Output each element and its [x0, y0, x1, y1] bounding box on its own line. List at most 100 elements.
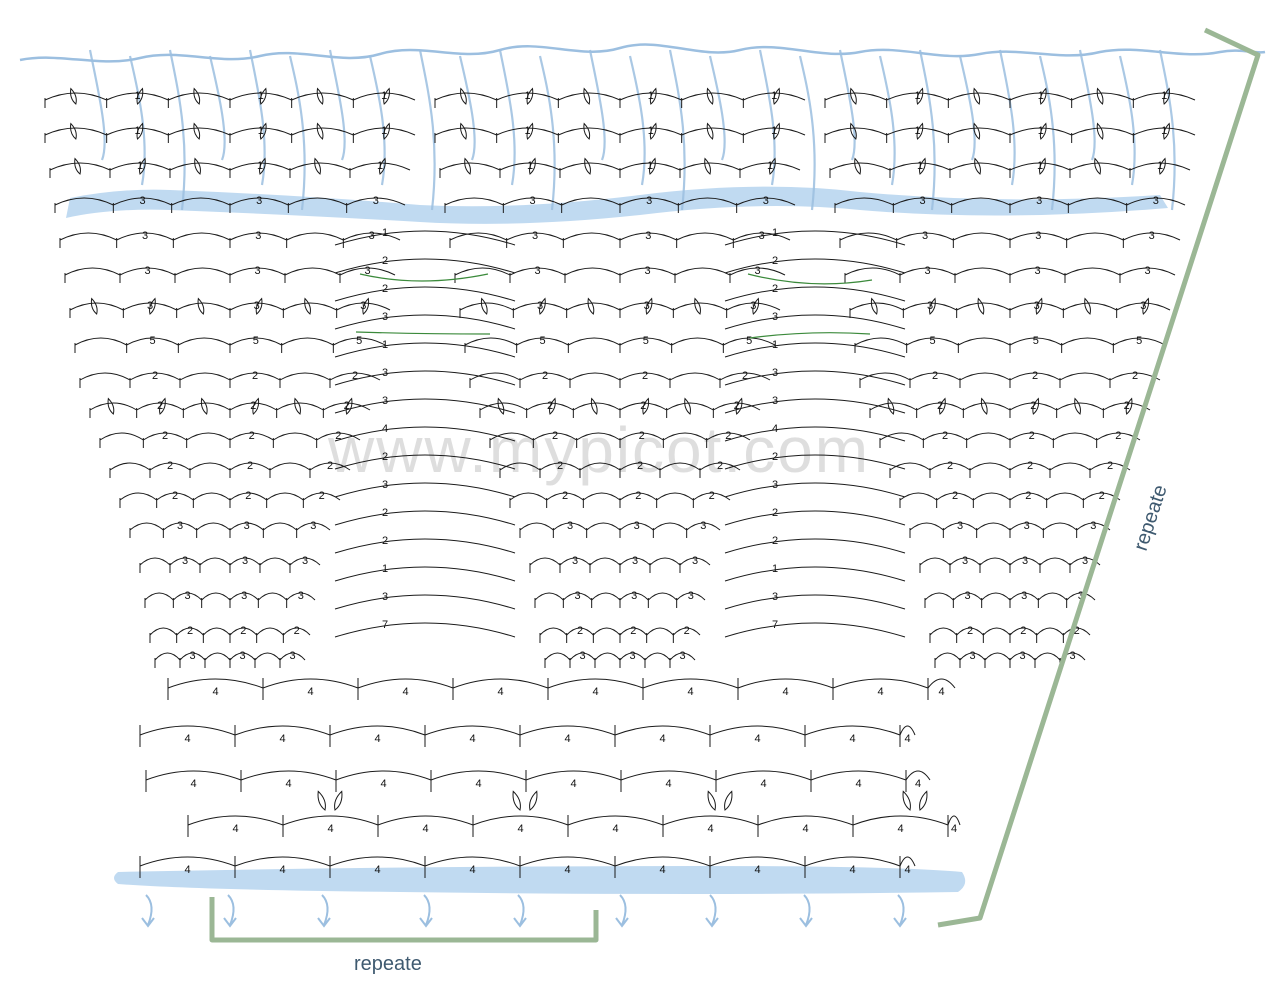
chain-arch [539, 627, 568, 636]
chain-arch [619, 302, 674, 311]
stitch-count-label: 1 [381, 90, 387, 102]
chain-arch [984, 652, 1011, 661]
stitch-cluster-mark [512, 790, 521, 811]
chain-arch [1009, 302, 1064, 311]
stitch-count-label: 1 [1038, 125, 1044, 137]
chain-arch [829, 162, 891, 171]
stitch-cluster-mark [645, 297, 653, 315]
chain-arch [589, 557, 621, 566]
stitch-count-label: 3 [1036, 195, 1042, 207]
chain-arch [296, 522, 331, 531]
drape-stroke [918, 49, 936, 211]
chain-arch [619, 267, 676, 276]
stitch-cluster-mark [464, 157, 471, 175]
stitch-count-label: 3 [969, 650, 975, 662]
chain-arch [199, 557, 231, 566]
chain-arch [119, 267, 176, 276]
stitch-cluster-mark [526, 122, 534, 140]
chain-arch [594, 652, 621, 661]
chain-arch [956, 302, 1011, 311]
chain-arch [936, 492, 974, 501]
chain-arch [699, 462, 741, 471]
stitch-cluster-mark [317, 790, 326, 811]
chain-arch [286, 592, 316, 601]
chain-arch [526, 402, 574, 411]
chain-arch [154, 652, 181, 661]
chain-arch [229, 592, 259, 601]
stitch-count-label: 4 [380, 778, 386, 790]
vertical-repeat-label: repeate [1130, 482, 1172, 553]
chain-arch [924, 592, 954, 601]
chain-arch [64, 267, 121, 276]
stitch-count-label: 4 [612, 823, 618, 835]
stitch-cluster-mark [139, 157, 146, 175]
stitch-cluster-mark [1039, 122, 1047, 140]
stitch-count-label: 3 [679, 650, 685, 662]
stitch-count-label: 5 [1033, 335, 1039, 347]
chain-arch [619, 372, 671, 381]
drape-strokes [88, 49, 1176, 211]
stitch-cluster-mark [197, 297, 205, 315]
stitch-count-label: 4 [279, 733, 285, 745]
chain-arch [113, 197, 172, 206]
down-arrow-icon [893, 894, 907, 928]
stitch-cluster-mark [1039, 87, 1047, 105]
chain-arch [982, 627, 1011, 636]
chain-arch [591, 592, 621, 601]
down-arrow-icon [317, 894, 331, 928]
stitch-count-label: 3 [631, 590, 637, 602]
chain-arch [424, 725, 521, 736]
chain-arch [269, 462, 311, 471]
chain-arch [1009, 267, 1066, 276]
chain-arch [947, 815, 961, 826]
connecting-arch [334, 258, 516, 274]
chain-arch [614, 725, 711, 736]
chain-arch [1009, 592, 1039, 601]
stitch-count-label: 1 [381, 125, 387, 137]
chain-arch [1116, 302, 1171, 311]
chain-arch [824, 127, 887, 136]
stitch-count-label: 3 [254, 300, 260, 312]
chain-arch [145, 770, 242, 781]
stitch-count-label: 7 [382, 619, 388, 631]
stitch-cluster-mark [642, 397, 650, 415]
stitch-cluster-mark [1074, 397, 1081, 415]
stitch-count-label: 2 [772, 255, 778, 267]
drape-stroke [628, 55, 646, 186]
drape-stroke [498, 49, 516, 186]
chain-arch [886, 92, 949, 101]
chain-arch [646, 627, 674, 636]
stitch-count-label: 3 [373, 195, 379, 207]
repeat-brackets [209, 27, 1261, 943]
stitch-count-label: 4 [517, 823, 523, 835]
green-connectors [355, 273, 873, 339]
stitch-count-label: 4 [782, 686, 788, 698]
stitch-count-label: 5 [643, 335, 649, 347]
chain-arch [663, 432, 707, 441]
stitch-count-label: 1 [914, 90, 920, 102]
stitch-count-label: 1 [772, 227, 778, 239]
stitch-cluster-mark [902, 790, 911, 811]
chain-arch [489, 432, 534, 441]
chain-arch [649, 557, 681, 566]
chain-arch [143, 432, 187, 441]
stitch-count-label: 2 [967, 625, 973, 637]
chain-arch [349, 162, 411, 171]
chain-arch [229, 197, 289, 206]
chain-arch [357, 678, 454, 689]
stitch-count-label: 3 [256, 195, 262, 207]
stitch-count-label: 5 [539, 335, 545, 347]
stitch-cluster-mark [583, 122, 591, 140]
chain-arch [202, 627, 231, 636]
connecting-arch [334, 370, 516, 386]
chain-arch [619, 402, 667, 411]
stitch-cluster-mark [259, 87, 267, 105]
chain-arch [519, 725, 616, 736]
stitch-cluster-mark [870, 297, 878, 315]
chain-arch [834, 197, 894, 206]
chain-arch [1066, 592, 1096, 601]
chain-arch [464, 337, 517, 346]
stitch-cluster-mark [136, 122, 144, 140]
stitch-cluster-mark [314, 157, 321, 175]
